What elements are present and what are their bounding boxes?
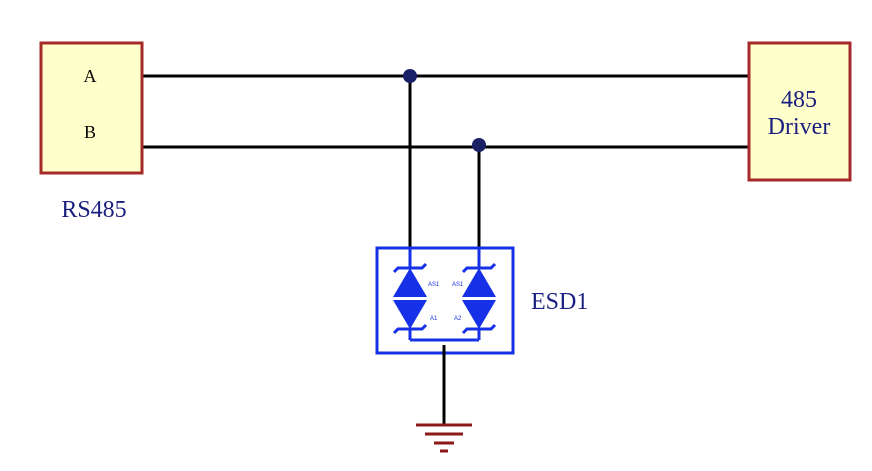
rs485-label: RS485 [61, 197, 126, 223]
ground-icon [416, 345, 472, 453]
esd1-label: ESD1 [531, 289, 588, 315]
junction-dot-a [403, 69, 417, 83]
pin-label-a: A [84, 66, 97, 86]
driver-label-line2: Driver [768, 114, 831, 140]
esd-pin-label-left-bottom: A1 [430, 316, 438, 322]
tvs-diode-right-icon [461, 248, 497, 340]
driver-label-line1: 485 [781, 87, 817, 113]
driver-body [747, 41, 852, 182]
driver-block: 485 Driver [747, 41, 852, 182]
pin-label-b: B [84, 122, 96, 142]
tvs-diode-left-icon [392, 248, 428, 340]
esd-pin-label-left-top: AS1 [428, 282, 440, 288]
esd-pin-label-right-bottom: A2 [454, 316, 462, 322]
rs485-body [39, 41, 144, 175]
rs485-connector: A B RS485 [39, 41, 144, 223]
esd1-component: AS1 AS1 A1 A2 ESD1 [375, 246, 588, 355]
net-wires [142, 74, 750, 425]
esd-pin-label-right-top: AS1 [452, 282, 464, 288]
junction-dot-b [472, 138, 486, 152]
